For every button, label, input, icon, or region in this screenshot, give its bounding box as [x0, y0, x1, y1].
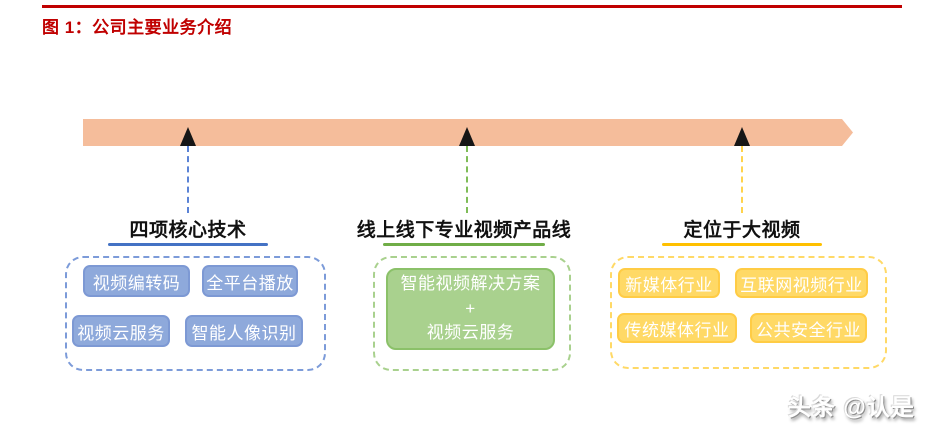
solution-line-1: 智能视频解决方案 — [400, 274, 541, 294]
solution-plus-sign: + — [465, 298, 476, 318]
connector-line-yellow — [741, 146, 743, 213]
pill-public-safety-industry: 公共安全行业 — [750, 313, 867, 343]
section-title-big-video: 定位于大视频 — [683, 220, 801, 241]
pill-traditional-media-industry: 传统媒体行业 — [617, 313, 737, 343]
timeline-marker-triangle — [180, 127, 196, 146]
solution-line-2: 视频云服务 — [426, 323, 515, 343]
underline-core-tech — [108, 243, 268, 246]
section-title-product-line: 线上线下专业视频产品线 — [356, 220, 572, 241]
solution-box: 智能视频解决方案 + 视频云服务 — [386, 268, 555, 350]
connector-line-blue — [187, 146, 189, 213]
pill-video-transcoding: 视频编转码 — [83, 265, 190, 297]
watermark: 头条 @认是 — [788, 394, 915, 420]
pill-internet-video-industry: 互联网视频行业 — [735, 268, 868, 298]
top-rule — [42, 5, 902, 8]
underline-product-line — [383, 243, 545, 246]
figure-title: 图 1：公司主要业务介绍 — [42, 18, 233, 37]
timeline-marker-triangle — [459, 127, 475, 146]
section-title-core-tech: 四项核心技术 — [129, 220, 247, 241]
connector-line-green — [466, 146, 468, 213]
pill-new-media-industry: 新媒体行业 — [618, 268, 720, 298]
underline-big-video — [662, 243, 822, 246]
pill-all-platform-playback: 全平台播放 — [202, 265, 298, 297]
timeline-marker-triangle — [734, 127, 750, 146]
pill-face-recognition: 智能人像识别 — [185, 315, 303, 347]
pill-video-cloud-service: 视频云服务 — [72, 315, 170, 347]
